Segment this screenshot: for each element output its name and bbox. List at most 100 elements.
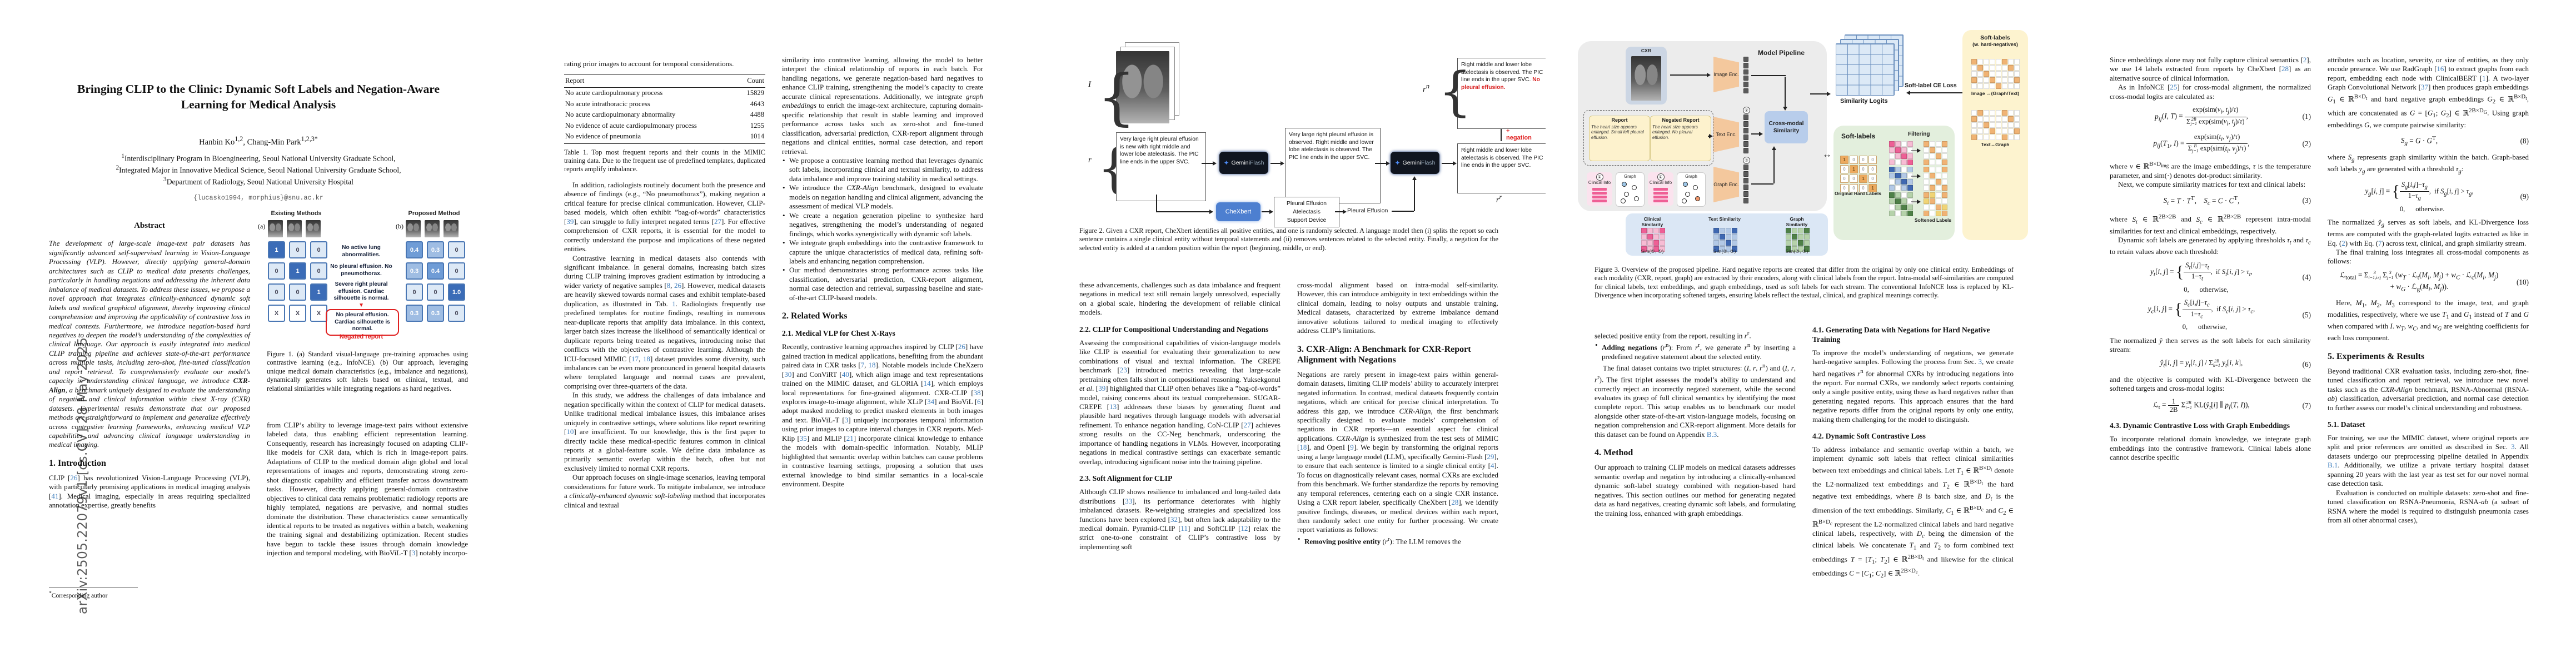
- grid-cell: [2014, 77, 2020, 83]
- grid-cell: [1936, 179, 1941, 185]
- contribution-bullet-1: We propose a contrastive learning method…: [782, 156, 983, 183]
- hn-panel-title-2: (w. hard-negatives): [1972, 42, 2018, 47]
- arrow: [1335, 209, 1347, 214]
- grid-cell: [1901, 185, 1907, 191]
- grid-cell: [1647, 234, 1653, 240]
- grid-cell: [1660, 240, 1665, 246]
- grid-cell: [2008, 122, 2014, 128]
- negated-report-label: Negated Report: [1662, 117, 1700, 123]
- grid-cell: [1895, 173, 1901, 178]
- grid-cell: [1930, 173, 1935, 178]
- fig1-negated-report-box: No pleural effusion. Cardiac silhouette …: [326, 309, 399, 336]
- paragraph: Although CLIP shows resilience to imbala…: [1079, 487, 1280, 551]
- grid-cell: [1930, 179, 1935, 185]
- grid-cell: [1996, 122, 2001, 128]
- grid-cell: 1: [310, 283, 327, 301]
- soft-labels-label: Soft-labels: [1841, 132, 1876, 140]
- grid-cell: [1720, 240, 1725, 246]
- paragraph: Our approach focuses on single-image sce…: [564, 473, 765, 509]
- abstract-heading: Abstract: [134, 221, 165, 230]
- grid-cell: [2002, 59, 2007, 64]
- grid-cell: [1641, 228, 1647, 233]
- grid-cell: [1984, 65, 1989, 71]
- grid-cell: [2002, 71, 2007, 77]
- soft-label-ce-loss-label: Soft-label CE Loss: [1905, 82, 1957, 89]
- grid-cell: [1930, 147, 1935, 153]
- paragraph: Next, we compute similarity matrices for…: [2118, 180, 2306, 189]
- grid-cell: [1936, 160, 1941, 165]
- table-1: Report Count No acute cardiopulmonary pr…: [564, 74, 765, 144]
- grid-cell: [1901, 160, 1907, 165]
- grid-cell: X: [289, 305, 306, 322]
- grid-cell: [1942, 192, 1947, 198]
- filtered-matrix-1: [1924, 141, 1947, 165]
- grid-cell: [1895, 141, 1901, 147]
- grid-cell: [1792, 246, 1797, 252]
- page2-col1: rating prior images to account for tempo…: [564, 59, 765, 510]
- text-graph-matrix: [1971, 110, 2020, 140]
- fig2-rr-label: rr: [1496, 193, 1502, 205]
- grid-cell: [1990, 83, 1995, 89]
- grid-cell: [1996, 116, 2001, 122]
- grid-cell: [1895, 179, 1901, 185]
- grid-cell: 0: [1859, 184, 1867, 192]
- grid-cell: [1977, 59, 1983, 64]
- grid-cell: [2008, 59, 2014, 64]
- paragraph: Recently, contrastive learning approache…: [782, 342, 984, 489]
- grid-cell: [1936, 147, 1941, 153]
- green-similarity-matrix: [1889, 192, 1913, 216]
- grid-cell: [1996, 128, 2001, 134]
- grid-cell: [1930, 160, 1935, 165]
- email: {lucasko1994, morphius}@snu.ac.kr: [193, 194, 323, 202]
- fig1-red-arrow: ▼: [358, 302, 365, 308]
- paragraph: Negations are rarely present in image-te…: [1297, 370, 1499, 534]
- clinical-info-chip-2: ① Clinical Info: [1648, 172, 1673, 206]
- paragraph: The final dataset contains two triplet s…: [1595, 362, 1796, 439]
- grid-cell: [1977, 116, 1983, 122]
- grid-cell: [2002, 135, 2007, 140]
- grid-cell: [1930, 153, 1935, 159]
- grid-cell: [2008, 128, 2014, 134]
- text-graph-label: Text↔Graph: [1981, 142, 2010, 147]
- grid-cell: [1924, 167, 1929, 172]
- grid-cell: [1647, 228, 1653, 233]
- grid-cell: [1942, 198, 1947, 204]
- graph-embedding-bar: [1743, 165, 1748, 203]
- paragraph: In addition, radiologists routinely docu…: [564, 180, 765, 253]
- grid-cell: 0: [1859, 156, 1867, 164]
- grid-cell: [1895, 147, 1901, 153]
- grid-cell: [2002, 65, 2007, 71]
- grid-cell: [1901, 147, 1907, 153]
- fig1-a-label: (a): [258, 222, 266, 230]
- softened-labels-matrix: [1924, 192, 1947, 216]
- paragraph: these advancements, challenges such as d…: [1079, 281, 1280, 317]
- grid-cell: [1901, 179, 1907, 185]
- grid-cell: [1942, 211, 1947, 216]
- grid-cell: [1907, 185, 1913, 191]
- clinical-info-chip-1: ① Clinical Info: [1587, 172, 1612, 206]
- grid-cell: 1: [1869, 184, 1877, 192]
- title-line2: Learning for Medical Analysis: [181, 98, 336, 111]
- grid-cell: [1907, 179, 1913, 185]
- grid-cell: [2014, 83, 2020, 89]
- grid-cell: [1924, 211, 1929, 216]
- grid-cell: [1653, 246, 1659, 252]
- grid-cell: [1996, 71, 2001, 77]
- grid-cell: [1971, 83, 1977, 89]
- original-hard-labels-label: Original Hard Labels: [1834, 191, 1882, 196]
- grid-cell: [1984, 116, 1989, 122]
- grid-cell: [1907, 205, 1913, 210]
- paper-title: Bringing CLIP to the Clinic: Dynamic Sof…: [33, 81, 484, 112]
- text-embedding-bar: [1743, 115, 1748, 153]
- grid-cell: [1798, 234, 1803, 240]
- figure-3-caption: Figure 3. Overview of the proposed pipel…: [1595, 266, 2014, 300]
- contribution-bullet-5: Our method demonstrates strong performan…: [782, 266, 983, 302]
- grid-cell: [1942, 153, 1947, 159]
- grid-cell: [1924, 179, 1929, 185]
- grid-cell: [2002, 128, 2007, 134]
- negated-report-box: Negated Report The heart size appears en…: [1650, 116, 1711, 161]
- page4-col1: selected positive entity from the report…: [1595, 329, 1796, 518]
- clinical-similarity-matrix: [1641, 228, 1665, 252]
- filtering-label: Filtering: [1908, 131, 1930, 137]
